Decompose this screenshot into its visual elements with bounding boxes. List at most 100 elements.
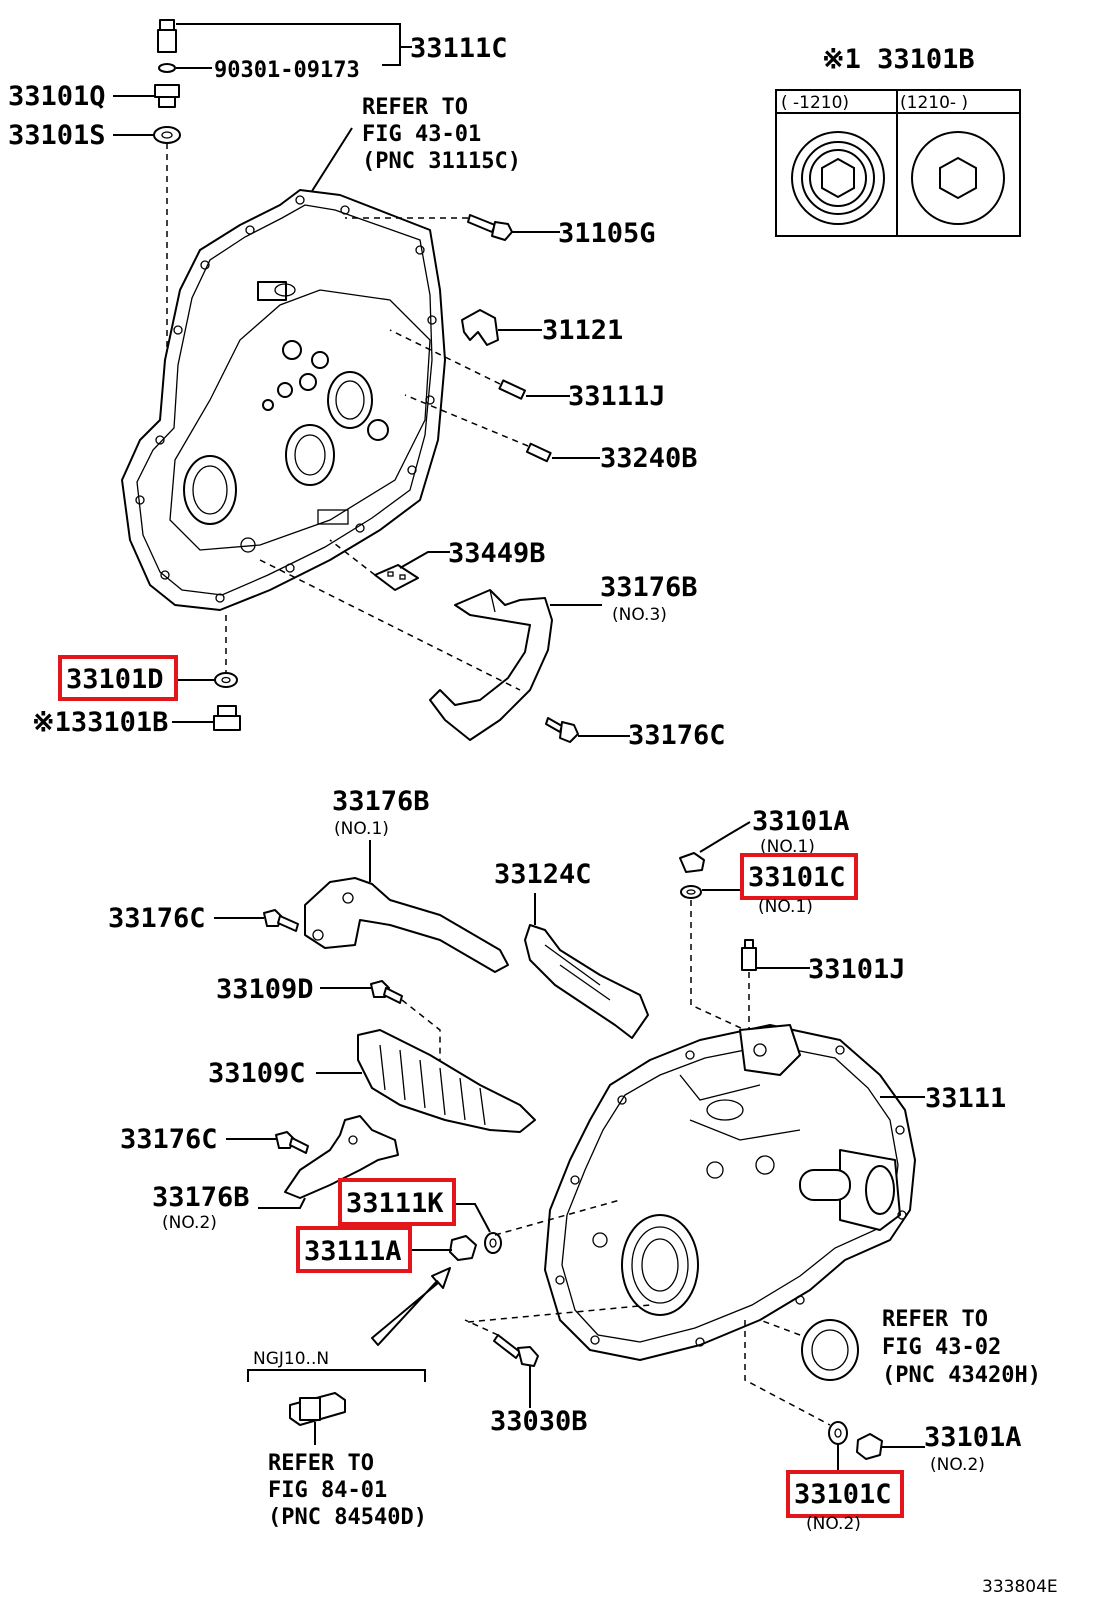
gasket-33101c-no1 bbox=[680, 885, 702, 899]
gasket-33101s bbox=[153, 126, 181, 144]
highlight-33111a bbox=[296, 1226, 412, 1273]
leader-33111k bbox=[454, 1203, 491, 1233]
label-33101j: 33101J bbox=[808, 954, 906, 985]
ngj-bracket bbox=[247, 1369, 426, 1382]
highlight-33111k bbox=[338, 1178, 456, 1226]
label-33111: 33111 bbox=[925, 1083, 1006, 1114]
ngj-label: NGJ10..N bbox=[253, 1349, 329, 1369]
plug-33101a-no1 bbox=[679, 852, 705, 873]
label-33101a-no2: 33101A bbox=[924, 1422, 1022, 1453]
label-33124c: 33124C bbox=[494, 859, 592, 890]
label-33176b-no1-sub: (NO.1) bbox=[334, 819, 389, 839]
bolt-33030b bbox=[493, 1334, 539, 1367]
bolt-31105g bbox=[467, 214, 513, 241]
plate-33176b-no3 bbox=[429, 589, 553, 741]
label-31121: 31121 bbox=[542, 315, 623, 346]
label-33176b-no3-sub: (NO.3) bbox=[612, 605, 667, 625]
pin-33111j bbox=[498, 379, 526, 400]
refer-fig8401-line1: REFER TO bbox=[268, 1451, 374, 1476]
label-33101a-no1-sub: (NO.1) bbox=[760, 837, 815, 857]
refer-fig8401-line3: (PNC 84540D) bbox=[268, 1505, 427, 1530]
diagram-code: 333804E bbox=[982, 1577, 1058, 1597]
magnet-33449b bbox=[374, 564, 419, 591]
label-33176b-no2: 33176B bbox=[152, 1182, 250, 1213]
label-33176c-top: 33176C bbox=[628, 720, 726, 751]
label-33109d: 33109D bbox=[216, 974, 314, 1005]
gasket-33101c-no2 bbox=[828, 1421, 848, 1445]
dash-33111j bbox=[389, 329, 501, 385]
label-33176b-no1: 33176B bbox=[332, 786, 430, 817]
leader-33176b-no2 bbox=[258, 1197, 306, 1209]
label-33449b: 33449B bbox=[448, 538, 546, 569]
label-33111j: 33111J bbox=[568, 381, 666, 412]
bracket-33176b-no2 bbox=[284, 1115, 399, 1199]
label-33101c-no2: 33101C bbox=[794, 1479, 892, 1510]
inset-col-right: (1210- ) bbox=[900, 93, 968, 113]
label-33101b: ※133101B bbox=[32, 707, 168, 738]
plug-33111a bbox=[449, 1235, 477, 1261]
refer-fig4302-line1: REFER TO bbox=[882, 1307, 988, 1332]
label-31105g: 31105G bbox=[558, 218, 656, 249]
bracket-33176b-no1 bbox=[304, 877, 509, 973]
label-33111a: 33111A bbox=[304, 1236, 402, 1267]
inset-col-left: ( -1210) bbox=[781, 93, 849, 113]
inset-title: ※1 33101B bbox=[822, 44, 975, 75]
leader-33449b bbox=[399, 551, 450, 569]
label-33111k: 33111K bbox=[346, 1188, 444, 1219]
label-33176b-no2-sub: (NO.2) bbox=[162, 1213, 217, 1233]
label-33101c-no2-sub: (NO.2) bbox=[806, 1514, 861, 1534]
plug-33101q bbox=[154, 84, 180, 108]
dash-33101c-no1 bbox=[690, 900, 746, 1031]
label-33101a-no1: 33101A bbox=[752, 806, 850, 837]
transmission-case-33111 bbox=[544, 1024, 916, 1361]
highlight-33101c-no1 bbox=[740, 853, 858, 900]
plug-33101b bbox=[213, 705, 241, 731]
oil-seal-43420h bbox=[801, 1319, 859, 1381]
refer-fig4302-line2: FIG 43-02 bbox=[882, 1335, 1001, 1360]
gasket-33111k bbox=[484, 1232, 502, 1254]
sensor-84540d bbox=[289, 1392, 346, 1426]
pin-33240b bbox=[525, 442, 552, 463]
highlight-33101c-no2 bbox=[786, 1470, 904, 1518]
leader-33111c bbox=[176, 23, 401, 66]
leader-33101a-no1 bbox=[699, 821, 751, 853]
drain-plug-33111c bbox=[157, 19, 177, 73]
label-33111c: 33111C bbox=[410, 33, 508, 64]
highlight-33101d bbox=[58, 655, 178, 701]
label-33109c: 33109C bbox=[208, 1058, 306, 1089]
label-33176b-no3: 33176B bbox=[600, 572, 698, 603]
dash-33109d bbox=[401, 999, 441, 1060]
part-33124c bbox=[524, 924, 649, 1039]
refer-fig4301-line3: (PNC 31115C) bbox=[362, 149, 521, 174]
plug-33101a-no2 bbox=[856, 1433, 883, 1460]
sensor-33101j bbox=[741, 939, 757, 971]
dash-plate bbox=[259, 559, 521, 691]
dash-oil-seal bbox=[759, 1319, 801, 1336]
dash-33101c-no2 bbox=[744, 1320, 831, 1426]
inset-33101b: ※1 33101B ( -1210) (1210- ) bbox=[775, 44, 1021, 237]
label-33101c-no1-sub: (NO.1) bbox=[758, 897, 813, 917]
label-33101s: 33101S bbox=[8, 120, 106, 151]
bolt-33176c-top bbox=[545, 717, 579, 743]
direction-arrow bbox=[371, 1267, 451, 1346]
clutch-housing bbox=[121, 189, 446, 611]
dash-case-bolt bbox=[467, 1304, 651, 1323]
dash-33449b bbox=[329, 539, 376, 576]
bolt-33176c-a bbox=[263, 909, 299, 932]
cover-33109c bbox=[357, 1029, 536, 1133]
label-33101q: 33101Q bbox=[8, 81, 106, 112]
refer-fig4301-line2: FIG 43-01 bbox=[362, 122, 481, 147]
refer-fig4302-line3: (PNC 43420H) bbox=[882, 1363, 1041, 1388]
refer-fig4301-line1: REFER TO bbox=[362, 95, 468, 120]
label-33176c-b: 33176C bbox=[120, 1124, 218, 1155]
label-33176c-a: 33176C bbox=[108, 903, 206, 934]
label-33101c-no1: 33101C bbox=[748, 862, 846, 893]
label-33101d: 33101D bbox=[66, 664, 164, 695]
gasket-33101d bbox=[214, 672, 238, 688]
clip-31121 bbox=[461, 309, 499, 346]
label-33030b: 33030B bbox=[490, 1406, 588, 1437]
refer-fig8401-line2: FIG 84-01 bbox=[268, 1478, 387, 1503]
dash-33240b bbox=[404, 394, 529, 447]
